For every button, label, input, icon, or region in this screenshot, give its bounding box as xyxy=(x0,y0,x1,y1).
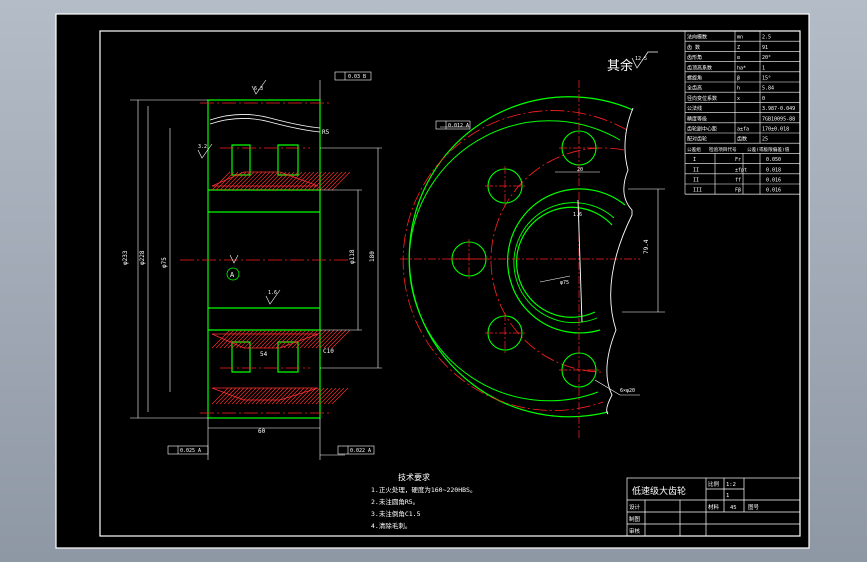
param-symbol: mn xyxy=(737,35,743,41)
param-symbol: a±fa xyxy=(737,127,749,133)
param-value: 91 xyxy=(762,45,768,51)
param-symbol: 齿数 xyxy=(737,136,747,143)
param-name: 配对齿轮 xyxy=(687,136,707,143)
tolerance-value: 0.016 xyxy=(766,178,781,184)
technical-requirements: 技术要求 1.正火处理，硬度为160~220HBS。 2.未注圆角R5。 3.未… xyxy=(371,472,476,530)
param-name: 齿轮副中心距 xyxy=(687,126,717,133)
tolerance-group: I xyxy=(693,157,696,163)
param-value: 25 xyxy=(762,137,768,143)
roughness-top: 6.3 xyxy=(254,86,263,92)
drafter-label: 制图 xyxy=(629,515,641,523)
roughness-default-value: 12.5 xyxy=(635,56,647,62)
param-value: 170±0.018 xyxy=(762,127,789,133)
datum-box-bottom-right: 0.022 A xyxy=(350,448,371,454)
title-block xyxy=(626,477,801,537)
param-name: 径向变位系数 xyxy=(687,95,717,102)
tolerance-value: 0.018 xyxy=(766,167,781,173)
tolerance-item: ff xyxy=(735,178,741,184)
datum-box-circle: 0.012 A xyxy=(448,123,469,129)
tolerance-item: Fr xyxy=(735,157,741,163)
gear-section-outline xyxy=(207,99,321,419)
param-symbol: h xyxy=(737,86,740,92)
param-name: 公法线 xyxy=(687,105,702,112)
param-value: 3.987-0.049 xyxy=(762,106,795,112)
param-value: 7GB10095-88 xyxy=(762,116,795,122)
scale-value: 1:2 xyxy=(726,482,736,488)
sheet-inner-frame xyxy=(99,30,801,537)
tolerance-item: ±fpt xyxy=(735,167,747,173)
dim-keyway-depth: 79.4 xyxy=(643,239,650,254)
roughness-c: 1.6 xyxy=(573,212,582,218)
material-label: 材料 xyxy=(708,503,720,511)
dim-chamfer-r5: R5 xyxy=(322,129,330,136)
quantity-value: 1 xyxy=(726,493,729,499)
tolerance-value: 0.016 xyxy=(766,188,781,194)
dim-outer-diameter: φ233 xyxy=(122,250,129,265)
dim-root-diameter: φ228 xyxy=(139,250,146,265)
param-symbol: α xyxy=(737,55,740,61)
gear-parameter-table: 法向模数 mn 2.5 齿 数 Z 91 齿形角 α 20° 齿顶高系数 ha* 1 螺旋角 β 15° 全齿… xyxy=(684,30,801,195)
tolerance-header: 检验项目代号 xyxy=(709,146,737,153)
scale-label: 比例 xyxy=(708,480,720,488)
section-view: A φ233 φ228 φ75 φ118 180 60 54 C10 R5 6.… xyxy=(122,71,382,460)
tolerance-group: II xyxy=(693,178,699,184)
designer-label: 设计 xyxy=(629,503,641,511)
dim-width: 180 xyxy=(369,251,376,262)
dim-hub-diameter: φ118 xyxy=(349,249,356,264)
param-name: 齿顶高系数 xyxy=(687,64,712,71)
param-symbol: β xyxy=(737,76,740,82)
param-symbol: ha* xyxy=(737,65,746,71)
tolerance-group: II xyxy=(693,167,699,173)
tech-req-line-4: 4.清除毛刺。 xyxy=(371,521,411,530)
param-name: 法向模数 xyxy=(687,34,707,41)
tech-req-line-2: 2.未注圆角R5。 xyxy=(371,497,419,506)
dim-bore-front: φ75 xyxy=(560,280,569,286)
drawing-title: 低速级大齿轮 xyxy=(632,485,686,497)
roughness-b: 1.6 xyxy=(268,290,277,296)
tolerance-group: III xyxy=(693,188,702,194)
dim-bore-diameter: φ75 xyxy=(161,257,168,268)
dim-chamfer-c10: C10 xyxy=(323,348,334,355)
drawing-number-label: 图号 xyxy=(748,503,760,511)
roughness-a: 3.2 xyxy=(198,144,207,150)
roughness-note: 其余 xyxy=(607,58,633,74)
param-symbol: Z xyxy=(737,45,740,51)
param-value: 5.84 xyxy=(762,86,774,92)
param-name: 齿 数 xyxy=(687,44,700,51)
tech-req-line-1: 1.正火处理，硬度为160~220HBS。 xyxy=(371,485,476,494)
tolerance-value: 0.050 xyxy=(766,157,781,163)
param-name: 全齿高 xyxy=(687,85,702,92)
tech-req-line-3: 3.未注倒角C1.5 xyxy=(371,509,421,518)
tech-req-title: 技术要求 xyxy=(398,472,430,482)
param-value: 15° xyxy=(762,76,771,82)
param-value: 20° xyxy=(762,55,771,61)
param-value: 0 xyxy=(762,96,765,102)
param-name: 螺旋角 xyxy=(687,75,702,82)
param-value: 2.5 xyxy=(762,35,771,41)
param-symbol: x xyxy=(737,96,740,102)
datum-label-a: A xyxy=(230,271,235,279)
param-value: 1 xyxy=(762,65,765,71)
param-name: 精度等级 xyxy=(687,115,707,122)
sheet-outer-border xyxy=(55,13,810,549)
front-view: 79.4 20 φ75 6×φ20 1.6 0.012 A 其余 12.5 xyxy=(400,51,665,440)
tolerance-header: 公差(或极限偏差)值 xyxy=(747,146,790,153)
dim-face-width: 60 xyxy=(258,428,266,435)
tolerance-item: Fβ xyxy=(735,188,741,194)
dim-keyway-width: 20 xyxy=(577,167,583,173)
tolerance-header: 公差组 xyxy=(687,146,701,153)
checker-label: 审核 xyxy=(629,527,641,535)
param-name: 齿形角 xyxy=(687,54,702,61)
datum-box-bottom-left: 0.025 A xyxy=(180,448,201,454)
dim-small-holes: 6×φ20 xyxy=(620,388,635,394)
datum-box-top: 0.03 B xyxy=(348,74,366,80)
dim-web-width: 54 xyxy=(260,351,268,358)
material-value: 45 xyxy=(730,505,737,511)
